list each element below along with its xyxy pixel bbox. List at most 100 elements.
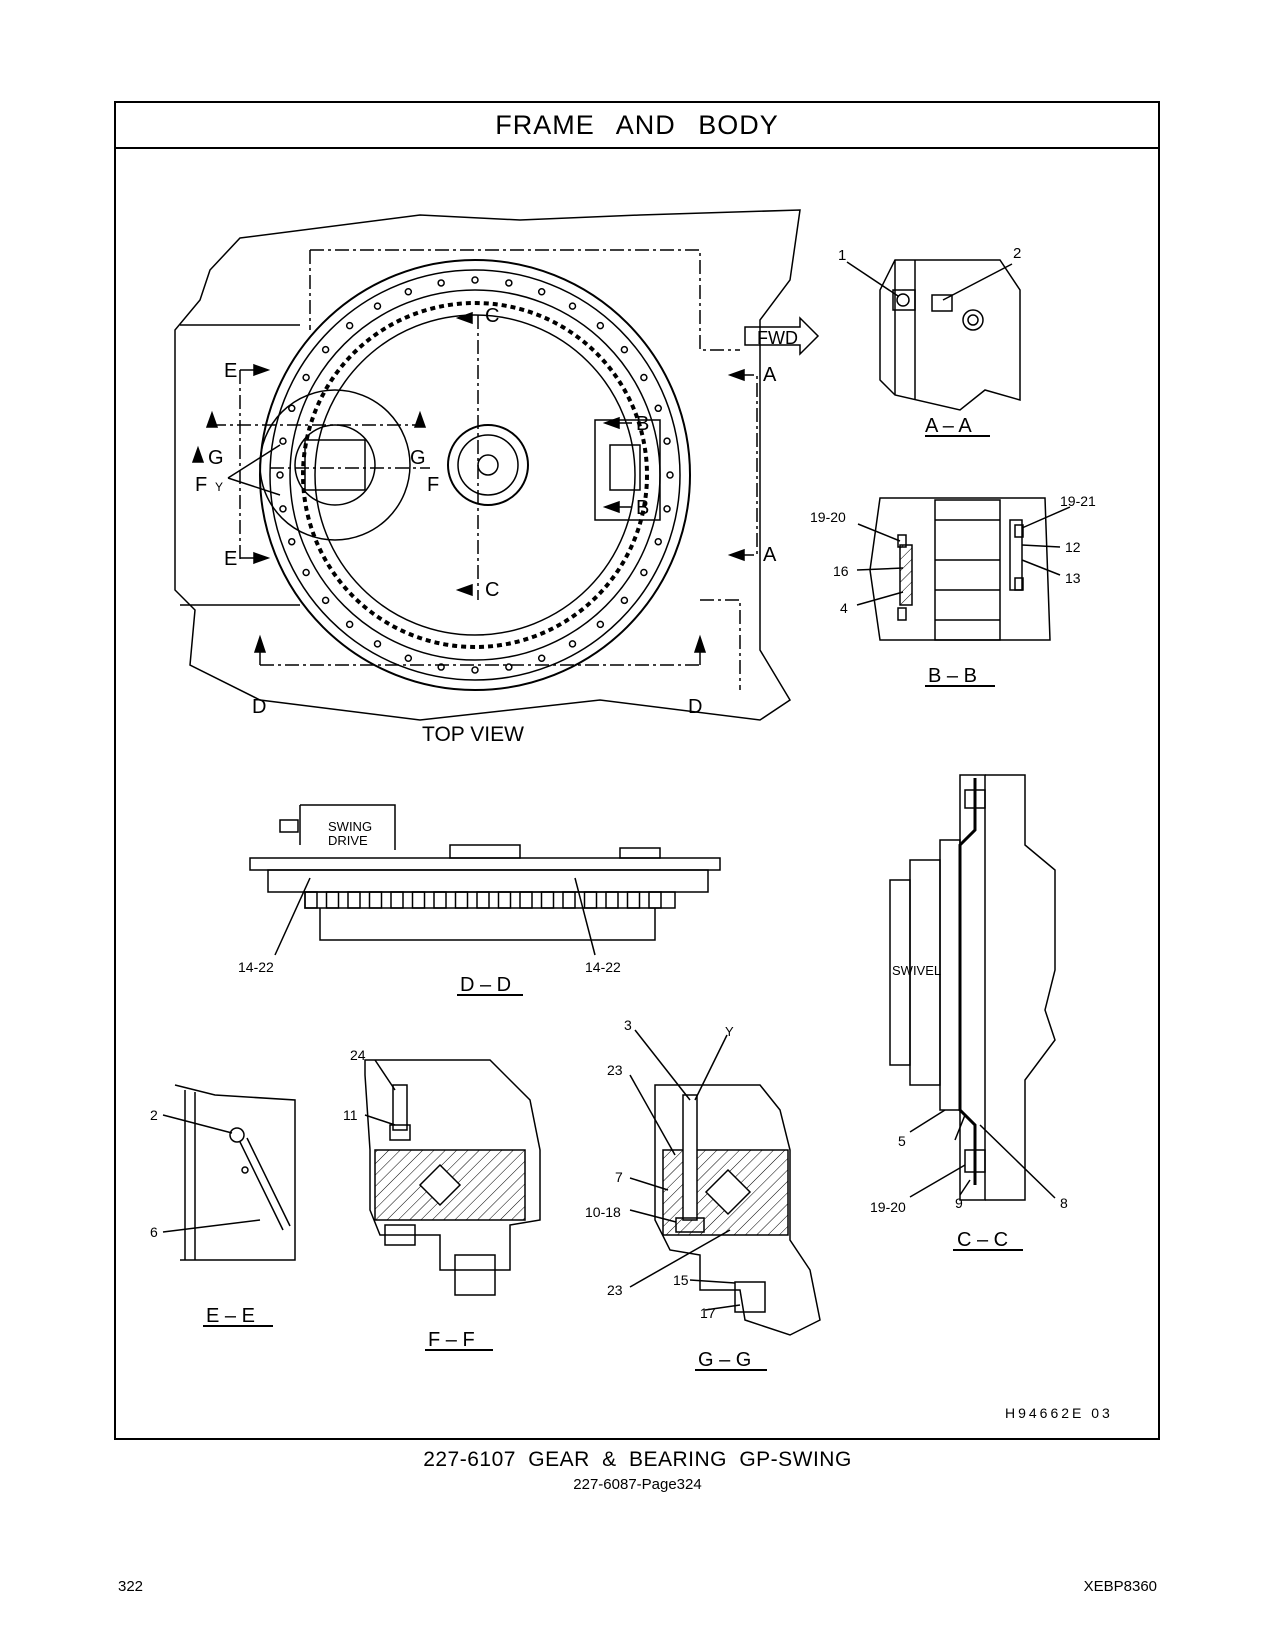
- callout-aa-1: 1: [838, 247, 846, 264]
- section-c-top: C: [485, 305, 499, 327]
- diagram-frame: FRAME AND BODY: [114, 101, 1160, 1440]
- section-d-left: D: [252, 696, 266, 718]
- callout-ee-6: 6: [150, 1224, 158, 1240]
- view-dd-labels: SWING DRIVE 14-22 14-22 D – D: [238, 819, 621, 996]
- view-gg-labels: 3 Y 23 7 10-18 23 15 17 G – G: [585, 1017, 751, 1371]
- section-f-left: F: [195, 474, 207, 496]
- callout-aa-2: 2: [1013, 245, 1021, 262]
- section-f-right: F: [427, 474, 439, 496]
- bolt-head: [368, 891, 383, 909]
- callout-gg-17: 17: [700, 1305, 716, 1321]
- section-g-right: G: [410, 447, 426, 469]
- bolt-hole: [321, 345, 330, 354]
- callout-cc-5: 5: [898, 1133, 906, 1149]
- view-ee-title: E – E: [206, 1305, 255, 1327]
- section-b-top: B: [636, 413, 649, 435]
- callout-gg-y: Y: [725, 1024, 734, 1039]
- bolt-hole: [321, 596, 330, 605]
- bolt-head: [583, 891, 598, 909]
- note-swivel: SWIVEL: [892, 963, 941, 978]
- bolt-head: [648, 891, 662, 909]
- section-y-label: Y: [215, 480, 223, 494]
- callout-dd-14-22-left: 14-22: [238, 959, 274, 975]
- bolt-head: [540, 891, 555, 909]
- view-cc: [889, 774, 1056, 1251]
- view-bb-labels: 19-20 19-21 12 13 16 4 B – B: [810, 493, 1096, 687]
- bolt-hole: [654, 404, 662, 413]
- bolt-hole: [663, 505, 671, 513]
- bolt-hole: [568, 640, 577, 648]
- note-swing: SWING: [328, 819, 372, 834]
- callout-gg-23-bottom: 23: [607, 1282, 623, 1298]
- view-aa-title: A – A: [925, 415, 972, 437]
- section-c-bottom: C: [485, 579, 499, 601]
- top-view-labels: FWD C C A A B B E E G G F F Y D D TOP VI…: [195, 305, 798, 746]
- bolt-hole: [640, 373, 648, 382]
- bolt-hole: [640, 568, 648, 577]
- bolt-head: [476, 891, 490, 909]
- bolt-head: [347, 891, 361, 909]
- bolt-hole: [345, 321, 354, 330]
- bolt-hole: [537, 654, 546, 662]
- caption-sub: 227-6087-Page324: [573, 1476, 702, 1493]
- top-view-title: TOP VIEW: [422, 723, 524, 746]
- bolt-hole: [345, 620, 354, 629]
- bolt-hole: [596, 321, 605, 330]
- bolt-hole: [471, 276, 479, 284]
- bolt-hole: [279, 505, 287, 513]
- view-gg-title: G – G: [698, 1349, 751, 1371]
- bolt-hole: [654, 537, 662, 546]
- bolt-head: [454, 891, 469, 909]
- bolt-hole: [288, 404, 296, 413]
- bolt-head: [497, 891, 512, 909]
- bolt-hole: [471, 666, 479, 674]
- callout-cc-19-20: 19-20: [870, 1199, 906, 1215]
- bolt-hole: [404, 654, 413, 662]
- page-number: 322: [118, 1578, 144, 1595]
- callout-bb-12: 12: [1065, 539, 1081, 555]
- view-aa-labels: 1 2 A – A: [838, 245, 1021, 437]
- bolt-hole: [568, 302, 577, 310]
- section-e-bottom: E: [224, 548, 237, 570]
- bolt-hole: [404, 288, 413, 296]
- callout-gg-23-top: 23: [607, 1062, 623, 1078]
- view-ff-title: F – F: [428, 1329, 475, 1351]
- callout-ff-24: 24: [350, 1047, 366, 1063]
- callout-gg-10-18: 10-18: [585, 1204, 621, 1220]
- bolt-head: [626, 891, 641, 909]
- bolt-head: [433, 891, 447, 909]
- bolt-head: [411, 891, 426, 909]
- caption-main: 227-6107 GEAR & BEARING GP-SWING: [423, 1448, 852, 1471]
- view-dd: [249, 804, 721, 996]
- section-a-top: A: [763, 364, 777, 386]
- page-title: FRAME AND BODY: [116, 103, 1158, 149]
- callout-cc-8: 8: [1060, 1195, 1068, 1211]
- callout-ee-2: 2: [150, 1107, 158, 1123]
- bolt-hole: [663, 437, 671, 445]
- drawing-id: H94662E 03: [1005, 1405, 1113, 1421]
- bolt-head: [519, 891, 533, 909]
- bolt-hole: [505, 279, 513, 287]
- callout-bb-19-21: 19-21: [1060, 493, 1096, 509]
- doc-number: XEBP8360: [1083, 1578, 1157, 1595]
- section-e-top: E: [224, 360, 237, 382]
- view-cc-labels: SWIVEL 5 19-20 9 8 C – C: [870, 963, 1068, 1251]
- callout-dd-14-22-right: 14-22: [585, 959, 621, 975]
- callout-gg-7: 7: [615, 1169, 623, 1185]
- bolt-hole: [302, 373, 310, 382]
- bolt-hole: [279, 437, 287, 445]
- bolt-head: [605, 891, 619, 909]
- bolt-head: [390, 891, 404, 909]
- bolt-hole: [505, 663, 513, 671]
- view-aa: [846, 259, 1021, 437]
- section-a-bottom: A: [763, 544, 777, 566]
- top-view: [174, 209, 820, 721]
- callout-bb-16: 16: [833, 563, 849, 579]
- callout-cc-9: 9: [955, 1195, 963, 1211]
- note-drive: DRIVE: [328, 833, 368, 848]
- fwd-label: FWD: [757, 328, 798, 348]
- view-bb-title: B – B: [928, 665, 977, 687]
- view-ee-labels: 2 6 E – E: [150, 1107, 255, 1327]
- callout-gg-15: 15: [673, 1272, 689, 1288]
